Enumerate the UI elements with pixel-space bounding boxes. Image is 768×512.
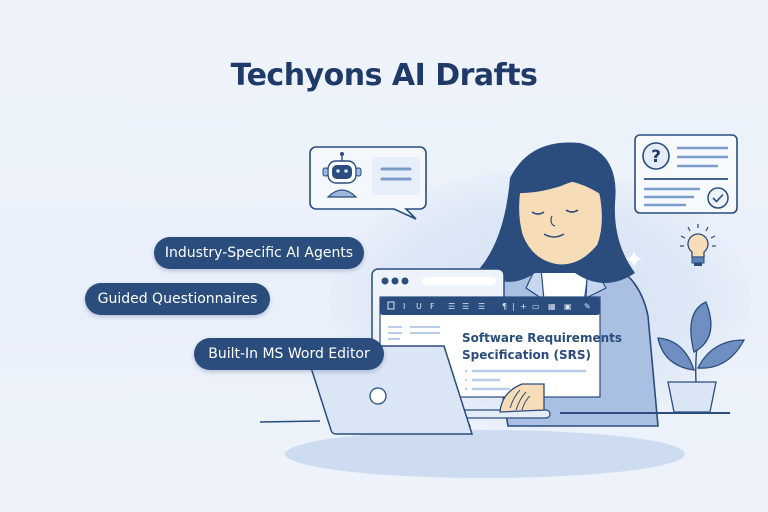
svg-text:☰: ☰ — [462, 302, 469, 311]
feature-pill-questionnaires[interactable]: Guided Questionnaires — [85, 283, 270, 315]
page-title: Techyons AI Drafts — [230, 58, 538, 93]
svg-text:F: F — [430, 302, 435, 311]
svg-text:✎: ✎ — [584, 302, 591, 311]
check-circle-icon — [707, 187, 729, 209]
plant-icon — [657, 301, 746, 413]
svg-text:¶: ¶ — [502, 302, 507, 311]
svg-text:U: U — [416, 302, 422, 311]
svg-text:▦: ▦ — [548, 302, 556, 311]
feature-pill-word-editor[interactable]: Built-In MS Word Editor — [194, 338, 384, 370]
svg-text:|: | — [512, 302, 515, 311]
sparkle-icon — [625, 250, 643, 268]
desk-shadow — [285, 430, 685, 478]
svg-text:?: ? — [651, 147, 661, 167]
svg-text:☰: ☰ — [478, 302, 485, 311]
lightbulb-icon — [680, 224, 716, 266]
svg-text:▭: ▭ — [532, 302, 540, 311]
svg-text:☰: ☰ — [448, 302, 455, 311]
questionnaire-card-icon: ? — [634, 134, 738, 214]
document-title: Software Requirements Specification (SRS… — [462, 331, 623, 362]
svg-text:I: I — [403, 302, 405, 311]
desk-line — [560, 412, 730, 414]
feature-pill-ai-agents[interactable]: Industry-Specific AI Agents — [154, 237, 364, 269]
svg-text:▣: ▣ — [564, 302, 572, 311]
robot-chat-icon — [309, 146, 427, 220]
svg-text:+: + — [520, 302, 527, 311]
question-mark-icon: ? — [642, 142, 670, 170]
